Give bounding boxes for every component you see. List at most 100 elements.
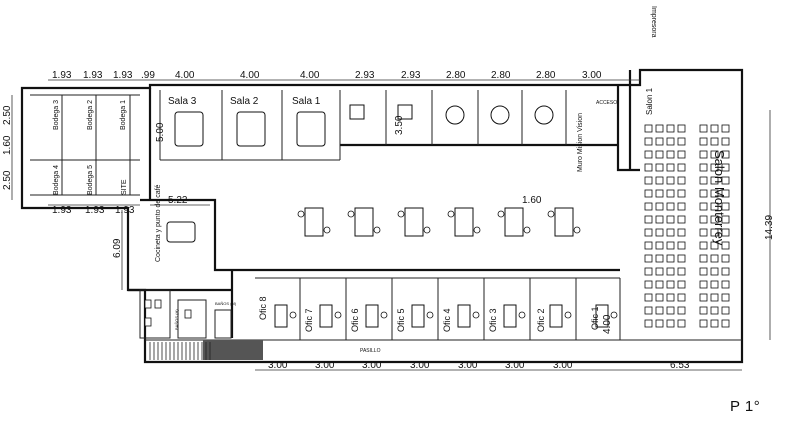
office-desk bbox=[503, 304, 517, 328]
salon-seat bbox=[710, 267, 719, 276]
floor-label: P 1° bbox=[730, 398, 761, 415]
dim-office-h: 3.50 bbox=[394, 115, 405, 135]
dimension-lines bbox=[11, 79, 771, 371]
salon-seat bbox=[666, 189, 675, 198]
dim-bottom-8: 6.53 bbox=[670, 360, 690, 371]
salon-seats bbox=[644, 124, 730, 328]
round-tables bbox=[349, 104, 554, 125]
office-chair bbox=[610, 311, 618, 319]
salon-seat bbox=[677, 267, 686, 276]
salon-seat bbox=[655, 137, 664, 146]
office-5-label: Ofic 5 bbox=[396, 308, 406, 332]
salon-seat bbox=[699, 254, 708, 263]
dim-bottom-3: 3.00 bbox=[362, 360, 382, 371]
dim-top-3: 1.93 bbox=[113, 70, 133, 81]
dim-top-6: 4.00 bbox=[240, 70, 260, 81]
salon-seat bbox=[710, 215, 719, 224]
salon-seat bbox=[721, 293, 730, 302]
salon-seat bbox=[655, 267, 664, 276]
dim-top-9: 2.93 bbox=[401, 70, 421, 81]
dim-left-3: 2.50 bbox=[2, 170, 13, 190]
office-desk bbox=[457, 304, 471, 328]
salon-seat bbox=[644, 150, 653, 159]
salon-seat bbox=[721, 241, 730, 250]
salon-seat bbox=[677, 163, 686, 172]
meeting-tables bbox=[166, 111, 326, 243]
salon-seat bbox=[710, 137, 719, 146]
salon-seat bbox=[655, 176, 664, 185]
salon-seat bbox=[677, 150, 686, 159]
salon-seat bbox=[644, 241, 653, 250]
office-8-label: Ofic 8 bbox=[258, 296, 268, 320]
salon-seat bbox=[699, 189, 708, 198]
room-sala3: Sala 3 bbox=[168, 96, 197, 107]
dim-salon-h: 14.39 bbox=[764, 215, 775, 240]
dim-bottom-1: 3.00 bbox=[268, 360, 288, 371]
salon-seat bbox=[644, 176, 653, 185]
salon-seat bbox=[699, 215, 708, 224]
dim-cocineta-w: 5.22 bbox=[168, 195, 188, 206]
office-chair bbox=[564, 311, 572, 319]
dim-top-11: 2.80 bbox=[491, 70, 511, 81]
salon-seat bbox=[644, 215, 653, 224]
acceso-label: ACCESO bbox=[596, 100, 617, 106]
dim-top-7: 4.00 bbox=[300, 70, 320, 81]
room-site: SITE bbox=[121, 179, 128, 195]
dim-bottom-4: 3.00 bbox=[410, 360, 430, 371]
dim-mid-2: 1.93 bbox=[85, 205, 105, 216]
dim-ofic-h: 4.00 bbox=[602, 314, 613, 334]
office-1-label: Ofic 1 bbox=[590, 306, 600, 330]
office-chair bbox=[518, 311, 526, 319]
salon-seat bbox=[666, 137, 675, 146]
workstation-desk bbox=[454, 207, 474, 237]
salon-seat bbox=[644, 124, 653, 133]
room-bodega-5: Bodega 5 bbox=[87, 165, 94, 195]
office-desk bbox=[274, 304, 288, 328]
muro-mision-vision: Muro Mision Vision bbox=[577, 113, 584, 172]
salon-seat bbox=[666, 228, 675, 237]
salon-seat bbox=[721, 150, 730, 159]
dim-top-1: 1.93 bbox=[52, 70, 72, 81]
salon-seat bbox=[666, 280, 675, 289]
office-chair bbox=[334, 311, 342, 319]
office-desks bbox=[274, 304, 618, 328]
office-desk bbox=[411, 304, 425, 328]
office-chair bbox=[426, 311, 434, 319]
office-6-label: Ofic 6 bbox=[350, 308, 360, 332]
workstation-chair bbox=[297, 210, 305, 218]
salon-seat bbox=[699, 150, 708, 159]
salon-seat bbox=[710, 189, 719, 198]
office-7-label: Ofic 7 bbox=[304, 308, 314, 332]
workstation-chair bbox=[447, 210, 455, 218]
salon-seat bbox=[666, 254, 675, 263]
salon-seat bbox=[721, 137, 730, 146]
salon-seat bbox=[666, 163, 675, 172]
salon-seat bbox=[655, 293, 664, 302]
salon-seat bbox=[699, 124, 708, 133]
room-bodega-2: Bodega 2 bbox=[87, 100, 94, 130]
salon-seat bbox=[699, 163, 708, 172]
impresora-label: Impresora bbox=[650, 6, 657, 38]
salon-seat bbox=[721, 228, 730, 237]
room-sala1: Sala 1 bbox=[292, 96, 321, 107]
workstation-chair bbox=[547, 210, 555, 218]
salon-seat bbox=[666, 267, 675, 276]
salon-seat bbox=[710, 150, 719, 159]
office-desk bbox=[549, 304, 563, 328]
dim-mid-1: 1.93 bbox=[52, 205, 72, 216]
salon-seat bbox=[666, 150, 675, 159]
office-partitions bbox=[145, 277, 742, 341]
salon-seat bbox=[721, 124, 730, 133]
dim-top-4: .99 bbox=[141, 70, 155, 81]
salon-seat bbox=[644, 137, 653, 146]
salon-seat bbox=[666, 241, 675, 250]
salon-seat bbox=[699, 293, 708, 302]
office-4-label: Ofic 4 bbox=[442, 308, 452, 332]
dim-bottom-7: 3.00 bbox=[553, 360, 573, 371]
salon-seat bbox=[677, 319, 686, 328]
salon-seat bbox=[655, 280, 664, 289]
pasillo-label: PASILLO bbox=[360, 348, 381, 354]
dim-mid-3: 1.93 bbox=[115, 205, 135, 216]
office-chair bbox=[289, 311, 297, 319]
workstation-chair bbox=[473, 226, 481, 234]
